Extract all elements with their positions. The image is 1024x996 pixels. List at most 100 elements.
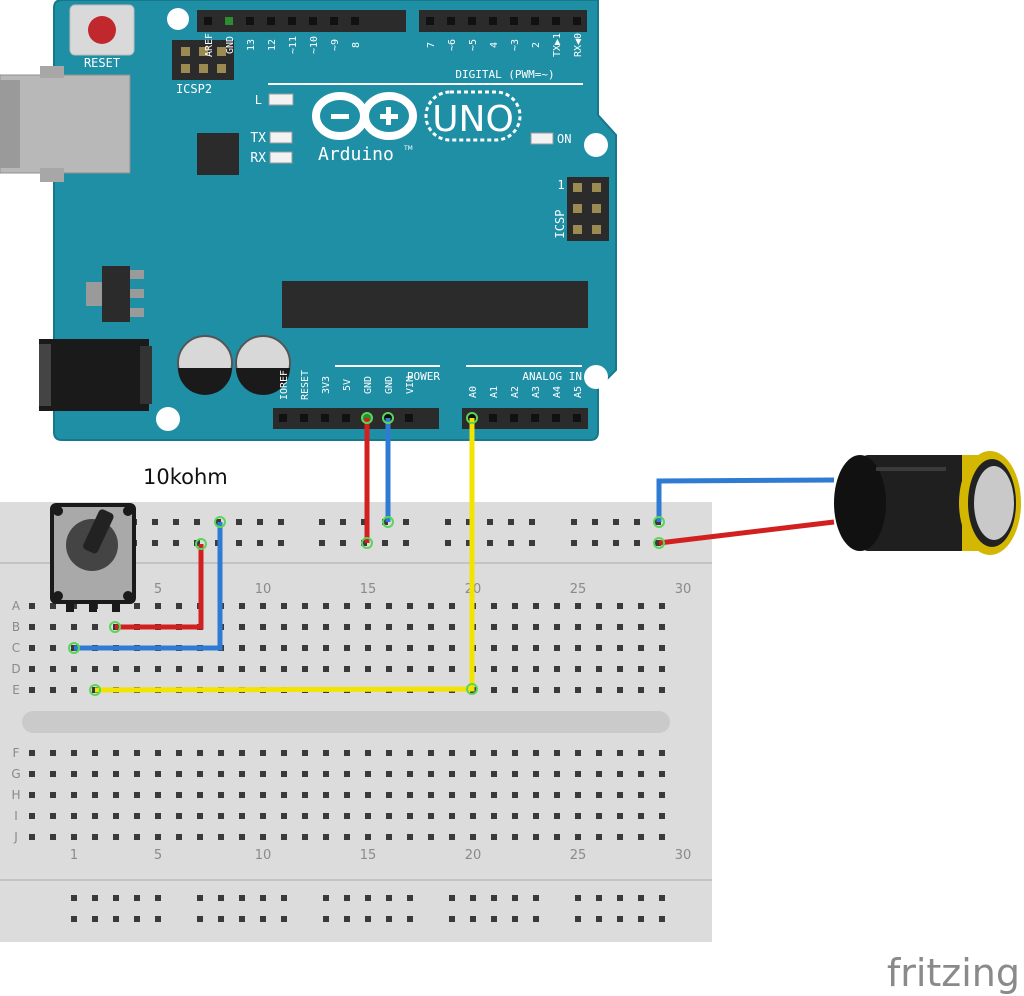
breadboard-hole[interactable]	[617, 666, 623, 672]
breadboard-hole[interactable]	[428, 813, 434, 819]
breadboard-hole[interactable]	[197, 666, 203, 672]
breadboard-hole[interactable]	[638, 645, 644, 651]
breadboard-hole[interactable]	[302, 645, 308, 651]
breadboard-hole[interactable]	[302, 834, 308, 840]
breadboard-hole[interactable]	[176, 666, 182, 672]
breadboard-hole[interactable]	[302, 813, 308, 819]
breadboard-hole[interactable]	[260, 603, 266, 609]
breadboard-hole[interactable]	[281, 792, 287, 798]
breadboard-hole[interactable]	[344, 792, 350, 798]
breadboard-hole[interactable]	[344, 771, 350, 777]
digital-pin[interactable]	[225, 17, 233, 25]
breadboard-hole[interactable]	[71, 771, 77, 777]
breadboard-hole[interactable]	[50, 603, 56, 609]
breadboard-hole[interactable]	[29, 813, 35, 819]
digital-pin[interactable]	[288, 17, 296, 25]
breadboard-hole[interactable]	[512, 645, 518, 651]
breadboard-hole[interactable]	[533, 916, 539, 922]
analog-pin[interactable]	[573, 414, 581, 422]
breadboard-hole[interactable]	[134, 792, 140, 798]
breadboard-hole[interactable]	[596, 645, 602, 651]
breadboard-hole[interactable]	[386, 603, 392, 609]
breadboard-hole[interactable]	[155, 834, 161, 840]
breadboard-hole[interactable]	[449, 895, 455, 901]
breadboard-hole[interactable]	[323, 624, 329, 630]
breadboard-hole[interactable]	[239, 603, 245, 609]
breadboard-hole[interactable]	[491, 624, 497, 630]
wire-pot-blue[interactable]	[74, 522, 223, 651]
breadboard-hole[interactable]	[173, 519, 179, 525]
breadboard-hole[interactable]	[113, 813, 119, 819]
breadboard-hole[interactable]	[533, 834, 539, 840]
breadboard-hole[interactable]	[617, 792, 623, 798]
breadboard-hole[interactable]	[50, 624, 56, 630]
digital-pin[interactable]	[426, 17, 434, 25]
breadboard-hole[interactable]	[281, 645, 287, 651]
breadboard-hole[interactable]	[218, 666, 224, 672]
breadboard-hole[interactable]	[617, 916, 623, 922]
breadboard-hole[interactable]	[155, 750, 161, 756]
breadboard-hole[interactable]	[449, 624, 455, 630]
breadboard-hole[interactable]	[260, 666, 266, 672]
breadboard-hole[interactable]	[470, 916, 476, 922]
breadboard-hole[interactable]	[592, 519, 598, 525]
breadboard-hole[interactable]	[638, 895, 644, 901]
breadboard-hole[interactable]	[638, 916, 644, 922]
breadboard-hole[interactable]	[428, 666, 434, 672]
breadboard-hole[interactable]	[512, 666, 518, 672]
breadboard-hole[interactable]	[659, 834, 665, 840]
breadboard-hole[interactable]	[71, 624, 77, 630]
analog-pin[interactable]	[510, 414, 518, 422]
breadboard-hole[interactable]	[155, 666, 161, 672]
breadboard-hole[interactable]	[302, 750, 308, 756]
breadboard-hole[interactable]	[344, 895, 350, 901]
breadboard-hole[interactable]	[113, 750, 119, 756]
breadboard-hole[interactable]	[428, 645, 434, 651]
breadboard-hole[interactable]	[239, 666, 245, 672]
breadboard-hole[interactable]	[218, 792, 224, 798]
breadboard-hole[interactable]	[281, 666, 287, 672]
breadboard-hole[interactable]	[386, 834, 392, 840]
breadboard-hole[interactable]	[575, 771, 581, 777]
breadboard-hole[interactable]	[575, 687, 581, 693]
breadboard-hole[interactable]	[533, 666, 539, 672]
breadboard-hole[interactable]	[236, 519, 242, 525]
breadboard-hole[interactable]	[470, 813, 476, 819]
breadboard-hole[interactable]	[236, 540, 242, 546]
digital-pin[interactable]	[510, 17, 518, 25]
wire-cap-red[interactable]	[658, 519, 835, 546]
breadboard-hole[interactable]	[487, 540, 493, 546]
breadboard-hole[interactable]	[512, 813, 518, 819]
digital-pin[interactable]	[246, 17, 254, 25]
breadboard-hole[interactable]	[512, 624, 518, 630]
breadboard-hole[interactable]	[281, 813, 287, 819]
breadboard-hole[interactable]	[407, 813, 413, 819]
breadboard-hole[interactable]	[71, 813, 77, 819]
breadboard-hole[interactable]	[239, 750, 245, 756]
breadboard-hole[interactable]	[596, 603, 602, 609]
breadboard-hole[interactable]	[155, 895, 161, 901]
breadboard-hole[interactable]	[428, 771, 434, 777]
breadboard-hole[interactable]	[445, 540, 451, 546]
breadboard-hole[interactable]	[428, 624, 434, 630]
breadboard-hole[interactable]	[319, 540, 325, 546]
breadboard-hole[interactable]	[449, 771, 455, 777]
breadboard-hole[interactable]	[554, 645, 560, 651]
breadboard-hole[interactable]	[323, 645, 329, 651]
breadboard-hole[interactable]	[323, 916, 329, 922]
breadboard-hole[interactable]	[638, 792, 644, 798]
breadboard-hole[interactable]	[50, 834, 56, 840]
breadboard-hole[interactable]	[617, 813, 623, 819]
breadboard-hole[interactable]	[659, 666, 665, 672]
breadboard-hole[interactable]	[466, 519, 472, 525]
breadboard-hole[interactable]	[554, 666, 560, 672]
breadboard-hole[interactable]	[323, 750, 329, 756]
breadboard-hole[interactable]	[617, 771, 623, 777]
breadboard-hole[interactable]	[659, 687, 665, 693]
breadboard-hole[interactable]	[407, 834, 413, 840]
breadboard-hole[interactable]	[239, 771, 245, 777]
breadboard-hole[interactable]	[449, 813, 455, 819]
breadboard-hole[interactable]	[554, 603, 560, 609]
breadboard-hole[interactable]	[403, 540, 409, 546]
breadboard-hole[interactable]	[281, 750, 287, 756]
